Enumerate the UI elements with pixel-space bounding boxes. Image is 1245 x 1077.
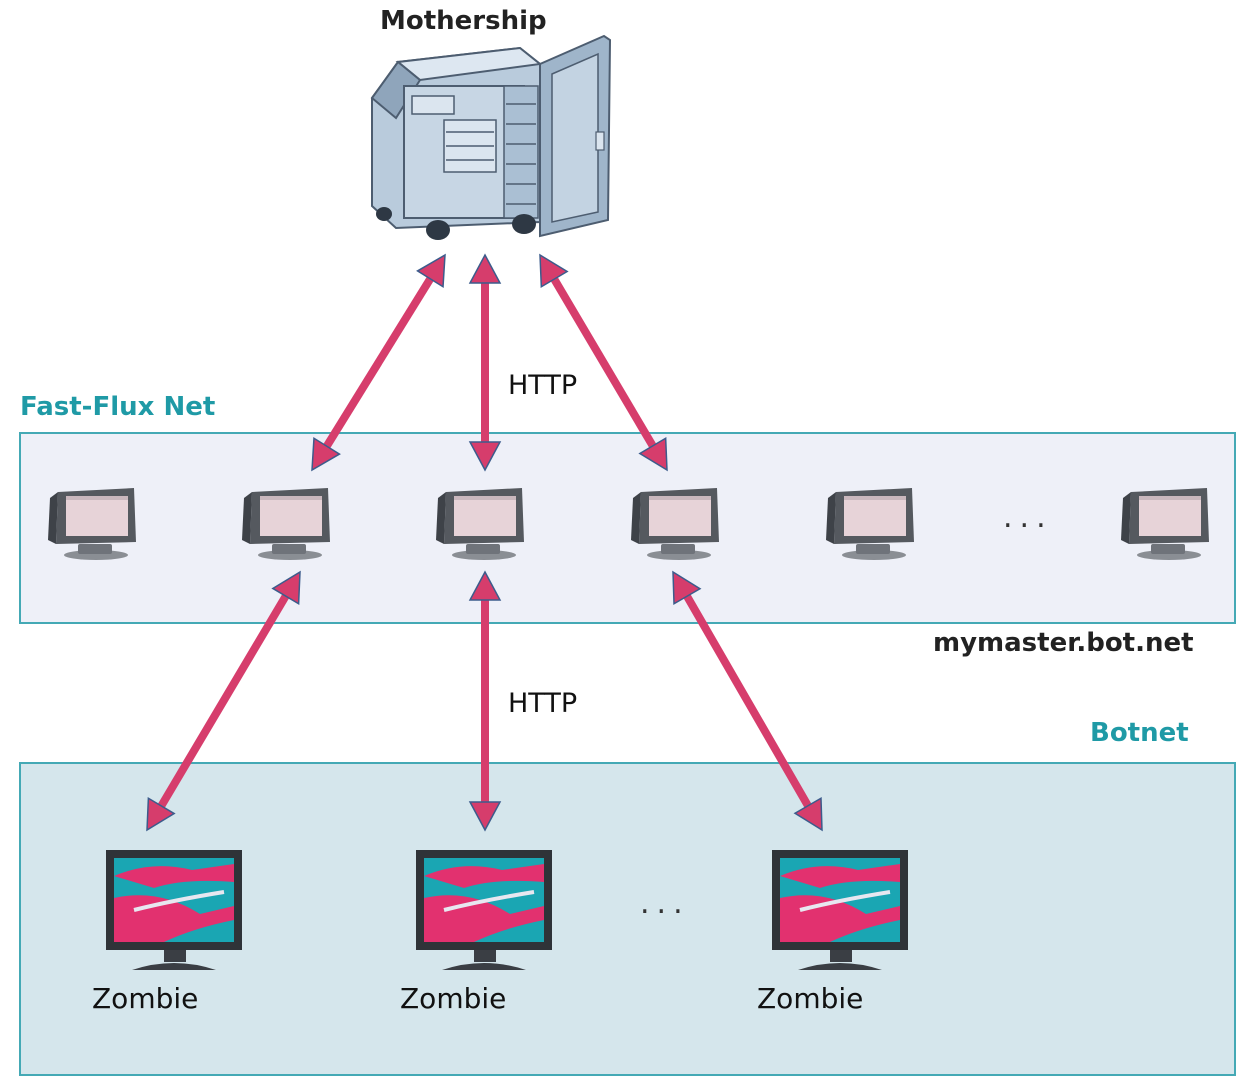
connection-arrows (146, 253, 823, 832)
fastflux-label: Fast-Flux Net (20, 392, 216, 422)
arrow-mothership-to-node-3 (468, 253, 502, 472)
fastflux-ellipsis: ... (1003, 500, 1053, 535)
server-tower-icon (370, 34, 612, 240)
zombie-label: Zombie (92, 982, 199, 1015)
arrow-node-3-to-zombie-2 (468, 570, 502, 832)
botnet-label: Botnet (1090, 718, 1189, 748)
http-label-upper: HTTP (508, 370, 578, 401)
fastflux-panel (19, 432, 1236, 624)
fastflux-domain-label: mymaster.bot.net (933, 628, 1194, 658)
arrow-node-2-to-zombie-1 (146, 570, 301, 832)
arrow-mothership-to-node-2 (311, 253, 446, 472)
arrow-node-4-to-zombie-3 (672, 570, 823, 832)
http-label-lower: HTTP (508, 688, 578, 719)
zombie-label: Zombie (757, 982, 864, 1015)
zombie-label: Zombie (400, 982, 507, 1015)
arrow-mothership-to-node-4 (539, 253, 668, 472)
mothership-label: Mothership (380, 6, 547, 36)
botnet-ellipsis: ... (640, 886, 690, 921)
